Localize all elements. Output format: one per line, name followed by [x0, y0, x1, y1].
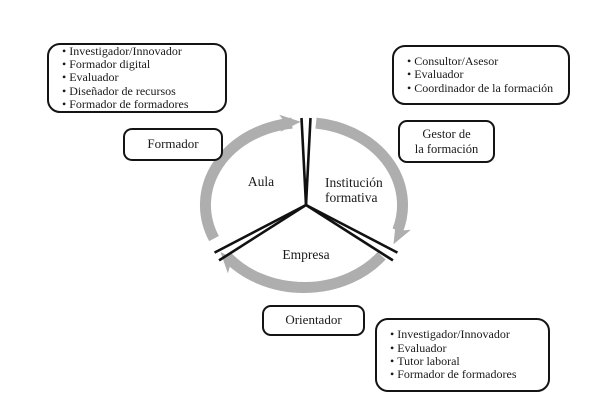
label-box-gestor: Gestor de la formación [398, 120, 495, 163]
role-item: Consultor/Asesor [407, 54, 564, 68]
label-text: Formador [147, 136, 199, 152]
divider-lower-right [305, 203, 394, 262]
arrowhead-lower-right-icon [393, 221, 411, 245]
role-item: Tutor laboral [390, 354, 544, 368]
role-item: Investigador/Innovador [390, 328, 544, 342]
role-item: Diseñador de recursos [62, 84, 221, 98]
divider-lower-right [305, 203, 399, 254]
ring-arc-left [199, 117, 293, 242]
sector-labels: Aula Institución formativa Empresa [248, 174, 383, 262]
role-item: Formador digital [62, 57, 221, 71]
role-list: Investigador/Innovador Formador digital … [49, 44, 225, 111]
role-item: Coordinador de la formación [407, 81, 564, 95]
role-list-formador: Investigador/Innovador Formador digital … [47, 43, 227, 113]
sector-dividers [213, 117, 399, 262]
role-item: Evaluador [390, 341, 544, 355]
role-item: Evaluador [62, 71, 221, 85]
sector-label-institucion: Institución [325, 175, 383, 190]
label-box-orientador: Orientador [262, 305, 365, 336]
ring-arc-bottom [223, 251, 386, 294]
sector-label-empresa: Empresa [282, 247, 329, 262]
role-item: Formador de formadores [62, 97, 221, 111]
label-box-formador: Formador [123, 128, 223, 161]
role-item: Evaluador [407, 68, 564, 82]
sector-label-institucion: formativa [325, 190, 377, 205]
divider-top [300, 117, 308, 206]
label-text: la formación [414, 141, 479, 156]
divider-lower-left [213, 203, 307, 254]
label-text: Gestor de [422, 127, 471, 141]
divider-lower-left [218, 203, 307, 262]
role-list: Consultor/Asesor Evaluador Coordinador d… [394, 54, 568, 95]
role-item: Formador de formadores [390, 367, 544, 381]
role-item: Investigador/Innovador [62, 44, 221, 58]
label-text: Orientador [285, 312, 342, 328]
arrowhead-top-icon [279, 114, 301, 132]
role-list-orientador: Investigador/Innovador Evaluador Tutor l… [375, 318, 550, 392]
role-list-gestor: Consultor/Asesor Evaluador Coordinador d… [392, 45, 570, 105]
role-list: Investigador/Innovador Evaluador Tutor l… [377, 328, 548, 381]
sector-label-aula: Aula [248, 174, 274, 189]
divider-top [304, 117, 312, 206]
ring-arc-right [315, 117, 409, 233]
